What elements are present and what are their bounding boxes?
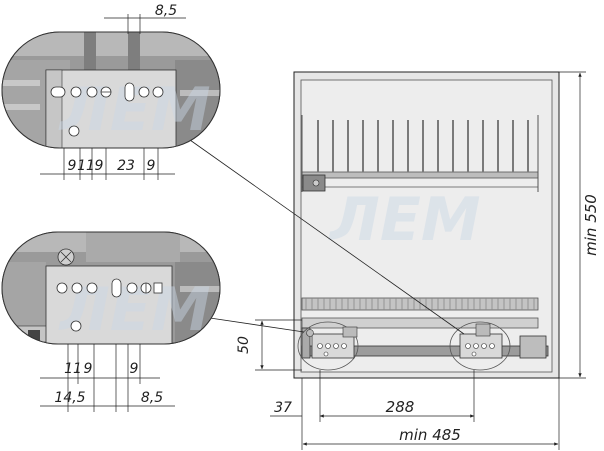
left-mounting-bracket [297, 321, 359, 371]
main-dim-lines [255, 71, 586, 450]
callout-top-dim-2: 11 [77, 158, 95, 174]
drip-tray [301, 317, 539, 329]
callout-top-dim-5: 9 [147, 158, 156, 174]
leader-line-bottom [209, 317, 305, 333]
mounting-plate-bottom [45, 265, 173, 344]
dim-height: min 550 [582, 194, 600, 256]
dim-288: 288 [386, 398, 415, 416]
watermark: ЛЕМ [328, 185, 481, 255]
callout-top-dim-3: 9 [95, 158, 104, 174]
dim-37: 37 [274, 400, 292, 416]
callout-bottom: ЛЕМ [1, 231, 221, 345]
callout-top-dim-1: 9 [68, 158, 77, 174]
right-mounting-bracket [449, 321, 511, 371]
callout-bottom-dim-9a: 9 [84, 361, 93, 377]
leader-line-top [189, 139, 465, 335]
callout-bottom-dim-14-5: 14,5 [54, 390, 85, 406]
upper-rack-rail [301, 171, 539, 179]
callout-top-dim-4: 23 [117, 158, 135, 174]
dim-width: min 485 [399, 426, 461, 444]
watermark: ЛЕМ [58, 75, 211, 145]
upper-rack-rods [317, 120, 529, 172]
callout-bottom-dim-8-5: 8,5 [141, 390, 163, 406]
callout-top-dim-top: 8,5 [155, 3, 177, 19]
callout-bottom-dim-11: 11 [64, 361, 82, 377]
callout-bottom-dim-9b: 9 [130, 361, 139, 377]
callout-bottom-dim-lines [40, 344, 175, 412]
callout-top: ЛЕМ [1, 31, 221, 149]
dim-50: 50 [236, 336, 252, 354]
callout-top-dim-lines [40, 14, 186, 180]
cabinet-drawing: ЛЕМ [293, 71, 560, 379]
